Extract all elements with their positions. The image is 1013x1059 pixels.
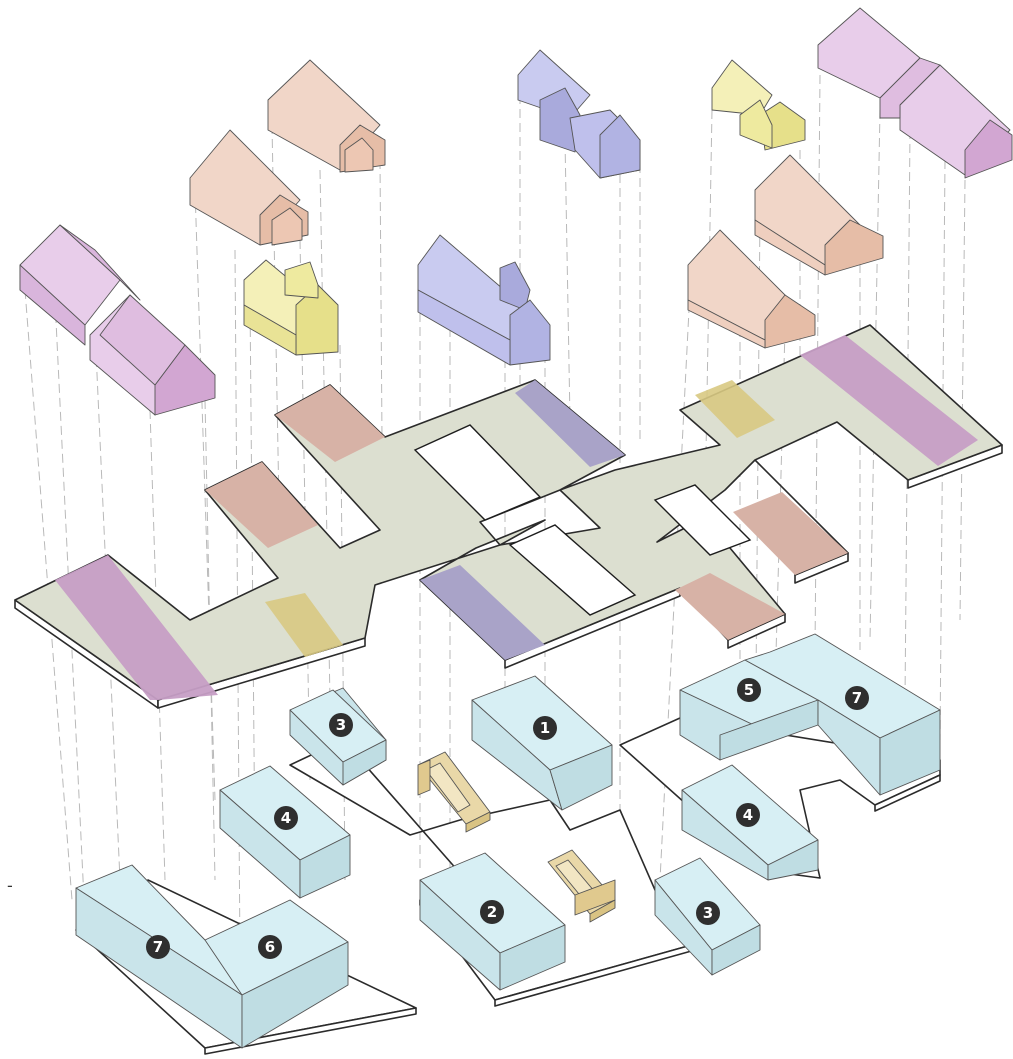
building-number-labels: 3 1 5 7 4 4 2 3 [146,678,869,959]
slab-zone-terracotta-a [205,462,318,548]
timber-stair-lower [547,849,616,923]
slab-zone-mauve-left [55,555,218,700]
label-volume-5: 5 [737,678,761,702]
label-volume-6: 6 [258,935,282,959]
roof-houses [19,7,1013,416]
volume-1 [471,675,613,811]
label-volume-2: 2 [480,900,504,924]
floor-slab [14,324,1003,709]
volume-7-6-left [75,864,349,1049]
house-mauve-left [19,224,216,416]
label-text-3-lower: 3 [703,904,713,922]
slab-zone-yellow-right [695,380,775,438]
label-text-2: 2 [487,903,497,921]
house-lavender-center [417,234,551,366]
slab-void-3 [653,484,752,556]
house-yellow-left [243,259,339,356]
slab-void-1 [413,424,542,521]
house-pink-2 [267,59,386,173]
label-text-7-right: 7 [852,689,862,707]
house-pink-1 [189,129,309,246]
volume-7-right [744,633,941,796]
label-volume-7-right: 7 [845,686,869,710]
house-lavender-top [517,49,641,179]
timber-elements [417,751,616,923]
label-text-7-left: 7 [153,938,163,956]
label-volume-3-upper: 3 [329,713,353,737]
label-text-1: 1 [540,719,550,737]
slab-zone-lavender-a [515,380,625,467]
house-pink-4 [687,229,816,349]
slab-void-2 [508,524,637,616]
label-text-3-upper: 3 [336,716,346,734]
label-volume-4-left: 4 [274,806,298,830]
timber-stair-upper [417,751,491,833]
house-yellow-top [711,59,806,151]
label-volume-4-right: 4 [736,803,760,827]
house-pink-3 [754,154,884,276]
label-text-4-left: 4 [281,809,291,827]
stray-dash-mark: - [7,876,13,895]
slab-zone-terracotta-b [275,385,385,462]
slab-zone-lavender-b [420,565,545,660]
slab-zone-yellow-left [265,593,343,657]
label-volume-1: 1 [533,716,557,740]
slab-zone-terracotta-c [675,573,785,640]
label-text-5: 5 [744,681,754,699]
label-volume-3-lower: 3 [696,901,720,925]
label-volume-7-left: 7 [146,935,170,959]
label-text-6: 6 [265,938,275,956]
slab-zone-mauve-right [800,335,978,466]
house-mauve-right [817,7,1013,179]
label-text-4-right: 4 [743,806,753,824]
slab-zone-terracotta-d [733,492,848,575]
